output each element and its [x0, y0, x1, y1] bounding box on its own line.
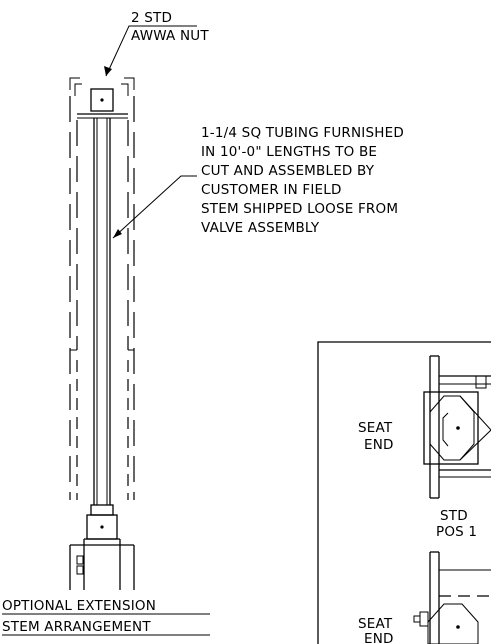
caption-block: OPTIONAL EXTENSION STEM ARRANGEMENT [2, 598, 210, 636]
tubing-leader [112, 175, 197, 239]
seat-end-1-line2: END [364, 437, 394, 453]
valve-pos1-drawing [423, 355, 491, 499]
nut-note-line2: AWWA NUT [131, 28, 209, 44]
caption-line2: STEM ARRANGEMENT [2, 619, 151, 635]
pos-1-label: POS 1 [436, 524, 477, 540]
tubing-note-line3: CUT AND ASSEMBLED BY [201, 163, 375, 179]
nut-note-line1: 2 STD [131, 10, 172, 26]
top-bracket-dashed [69, 77, 135, 119]
awwa-nut [90, 88, 114, 112]
tubing-note-line5: STEM SHIPPED LOOSE FROM [201, 201, 398, 217]
bottom-coupling [86, 504, 118, 540]
tubing-note-line1: 1-1/4 SQ TUBING FURNISHED [201, 125, 404, 141]
seat-end-2-line1: SEAT [358, 616, 393, 632]
nut-leader [104, 25, 197, 77]
square-tubing [93, 118, 111, 505]
tubing-note-line6: VALVE ASSEMBLY [201, 220, 320, 236]
extension-stem-assembly [69, 77, 135, 590]
enclosure-dashed-outline [69, 96, 135, 500]
tubing-note-line4: CUSTOMER IN FIELD [201, 182, 342, 198]
valve-base [69, 538, 135, 590]
std-label: STD [440, 508, 468, 524]
tubing-note-line2: IN 10'-0" LENGTHS TO BE [201, 144, 377, 160]
position-view-frame: SEAT END STD POS 1 SEAT END [317, 341, 491, 644]
valve-pos2-drawing [413, 551, 491, 644]
seat-end-2-line2: END [364, 631, 394, 644]
seat-end-1-line1: SEAT [358, 420, 393, 436]
caption-line1: OPTIONAL EXTENSION [2, 598, 156, 614]
